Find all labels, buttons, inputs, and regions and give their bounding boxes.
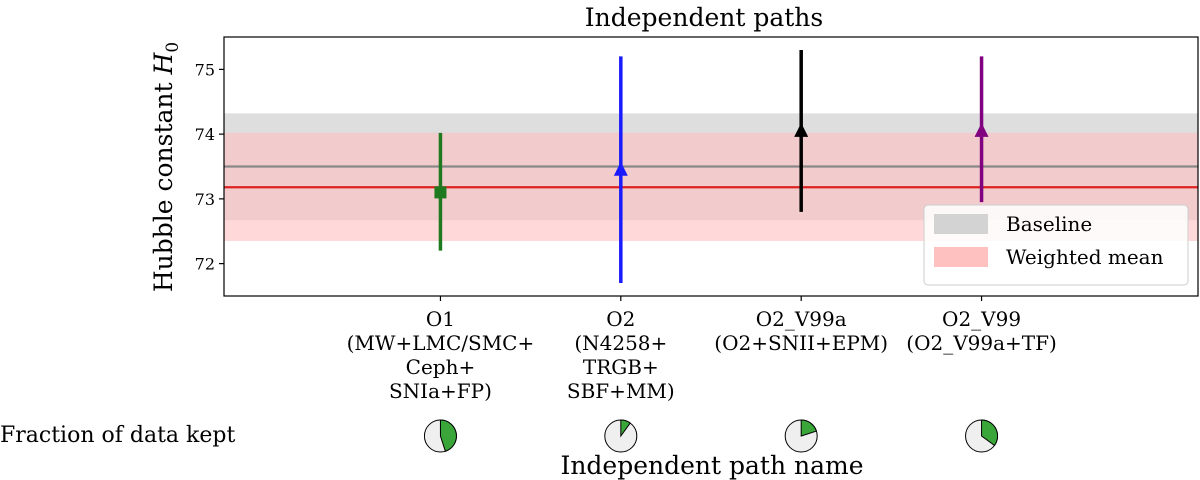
x-category-label: (N4258+ — [574, 331, 667, 355]
legend-box — [923, 204, 1189, 286]
axes: 72 73 74 75 — [195, 36, 1199, 301]
legend-entry: Baseline — [1006, 212, 1092, 236]
fraction-pie-kept — [981, 419, 999, 447]
y-axis-label: Hubble constant H0 — [149, 42, 183, 292]
fraction-pie-kept — [800, 419, 818, 437]
y-tick-label: 75 — [195, 60, 215, 79]
x-category-label: SNIa+FP) — [389, 379, 492, 403]
legend-swatch — [934, 247, 988, 267]
y-tick-label: 72 — [195, 255, 215, 274]
data-point-0 — [434, 186, 447, 199]
plot-area — [224, 49, 1198, 284]
x-category-label: O2 — [606, 307, 635, 331]
x-category-label: (O2+SNII+EPM) — [714, 331, 888, 355]
legend-entry: Weighted mean — [1006, 245, 1164, 269]
fraction-pie-kept — [620, 419, 631, 438]
x-category-label: O2_V99a — [756, 307, 847, 331]
chart-title: Independent paths — [585, 3, 823, 32]
data-point-1 — [613, 161, 628, 176]
x-category-label: O1 — [426, 307, 455, 331]
y-tick-label: 74 — [195, 125, 215, 144]
x-category-label: (O2_V99a+TF) — [906, 331, 1057, 355]
x-category-label: Ceph+ — [406, 355, 476, 379]
fraction-pies — [423, 419, 999, 453]
fraction-pie-kept — [439, 419, 457, 452]
fraction-row-label: Fraction of data kept — [0, 423, 235, 448]
data-point-3 — [974, 122, 989, 137]
x-category-label: O2_V99 — [942, 307, 1021, 331]
x-category-label: SBF+MM) — [567, 379, 675, 403]
x-category-label: TRGB+ — [583, 355, 659, 379]
x-category-label: (MW+LMC/SMC+ — [347, 331, 535, 355]
legend-swatch — [934, 214, 988, 234]
plot-frame — [223, 36, 1199, 297]
x-category-labels: O1(MW+LMC/SMC+Ceph+SNIa+FP) O2(N4258+TRGB… — [347, 307, 1057, 403]
data-point-2 — [794, 122, 809, 137]
x-axis-label: Independent path name — [560, 451, 863, 480]
y-tick-label: 73 — [195, 190, 215, 209]
